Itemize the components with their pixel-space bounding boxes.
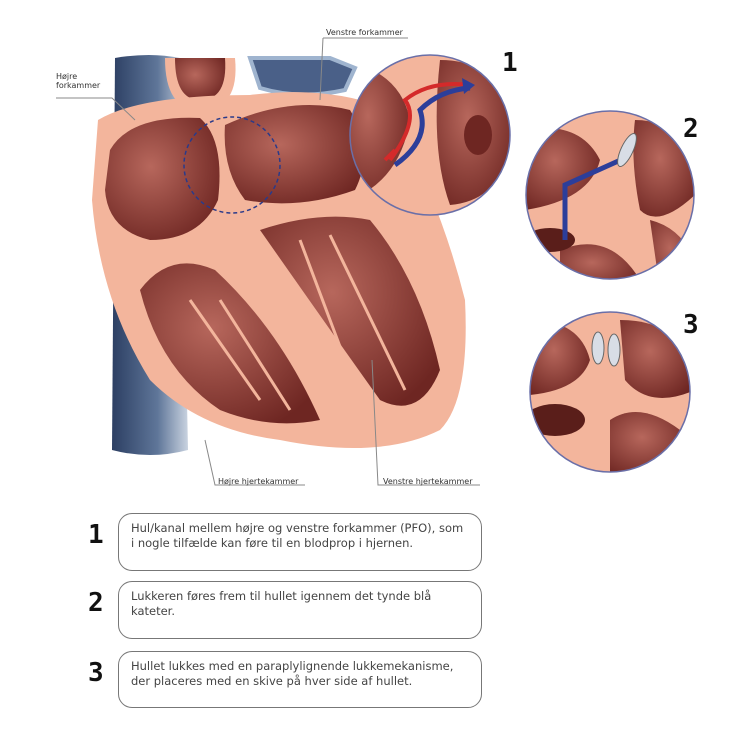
pfo-highlight-circle [183, 116, 281, 214]
step-number-2: 2 [88, 588, 104, 618]
step-box-3: Hullet lukkes med en paraplylignende luk… [118, 651, 482, 708]
step-box-1: Hul/kanal mellem højre og venstre forkam… [118, 513, 482, 571]
label-right-atrium: Højre forkammer [56, 72, 101, 90]
step-text-2: Lukkeren føres frem til hullet igennem d… [131, 589, 432, 618]
left-ventricle-chamber [260, 216, 440, 406]
right-atrium-chamber [105, 117, 220, 240]
detail-1 [350, 55, 510, 215]
detail-number-3: 3 [683, 310, 699, 340]
pulmonary-vein [247, 56, 358, 97]
step-text-3: Hullet lukkes med en paraplylignende luk… [131, 659, 454, 688]
detail-2 [526, 111, 694, 279]
label-left-atrium: Venstre forkammer [326, 28, 403, 37]
left-atrium-chamber [224, 105, 364, 204]
step-number-1: 1 [88, 520, 104, 550]
detail-number-2: 2 [683, 114, 699, 144]
label-left-ventricle: Venstre hjertekammer [383, 477, 473, 486]
detail-number-1: 1 [502, 48, 518, 78]
step-text-1: Hul/kanal mellem højre og venstre forkam… [131, 521, 464, 550]
detail-3 [530, 312, 690, 472]
step-box-2: Lukkeren føres frem til hullet igennem d… [118, 581, 482, 639]
right-ventricle-chamber [140, 263, 320, 424]
step-number-3: 3 [88, 658, 104, 688]
label-right-ventricle: Højre hjertekammer [218, 477, 299, 486]
